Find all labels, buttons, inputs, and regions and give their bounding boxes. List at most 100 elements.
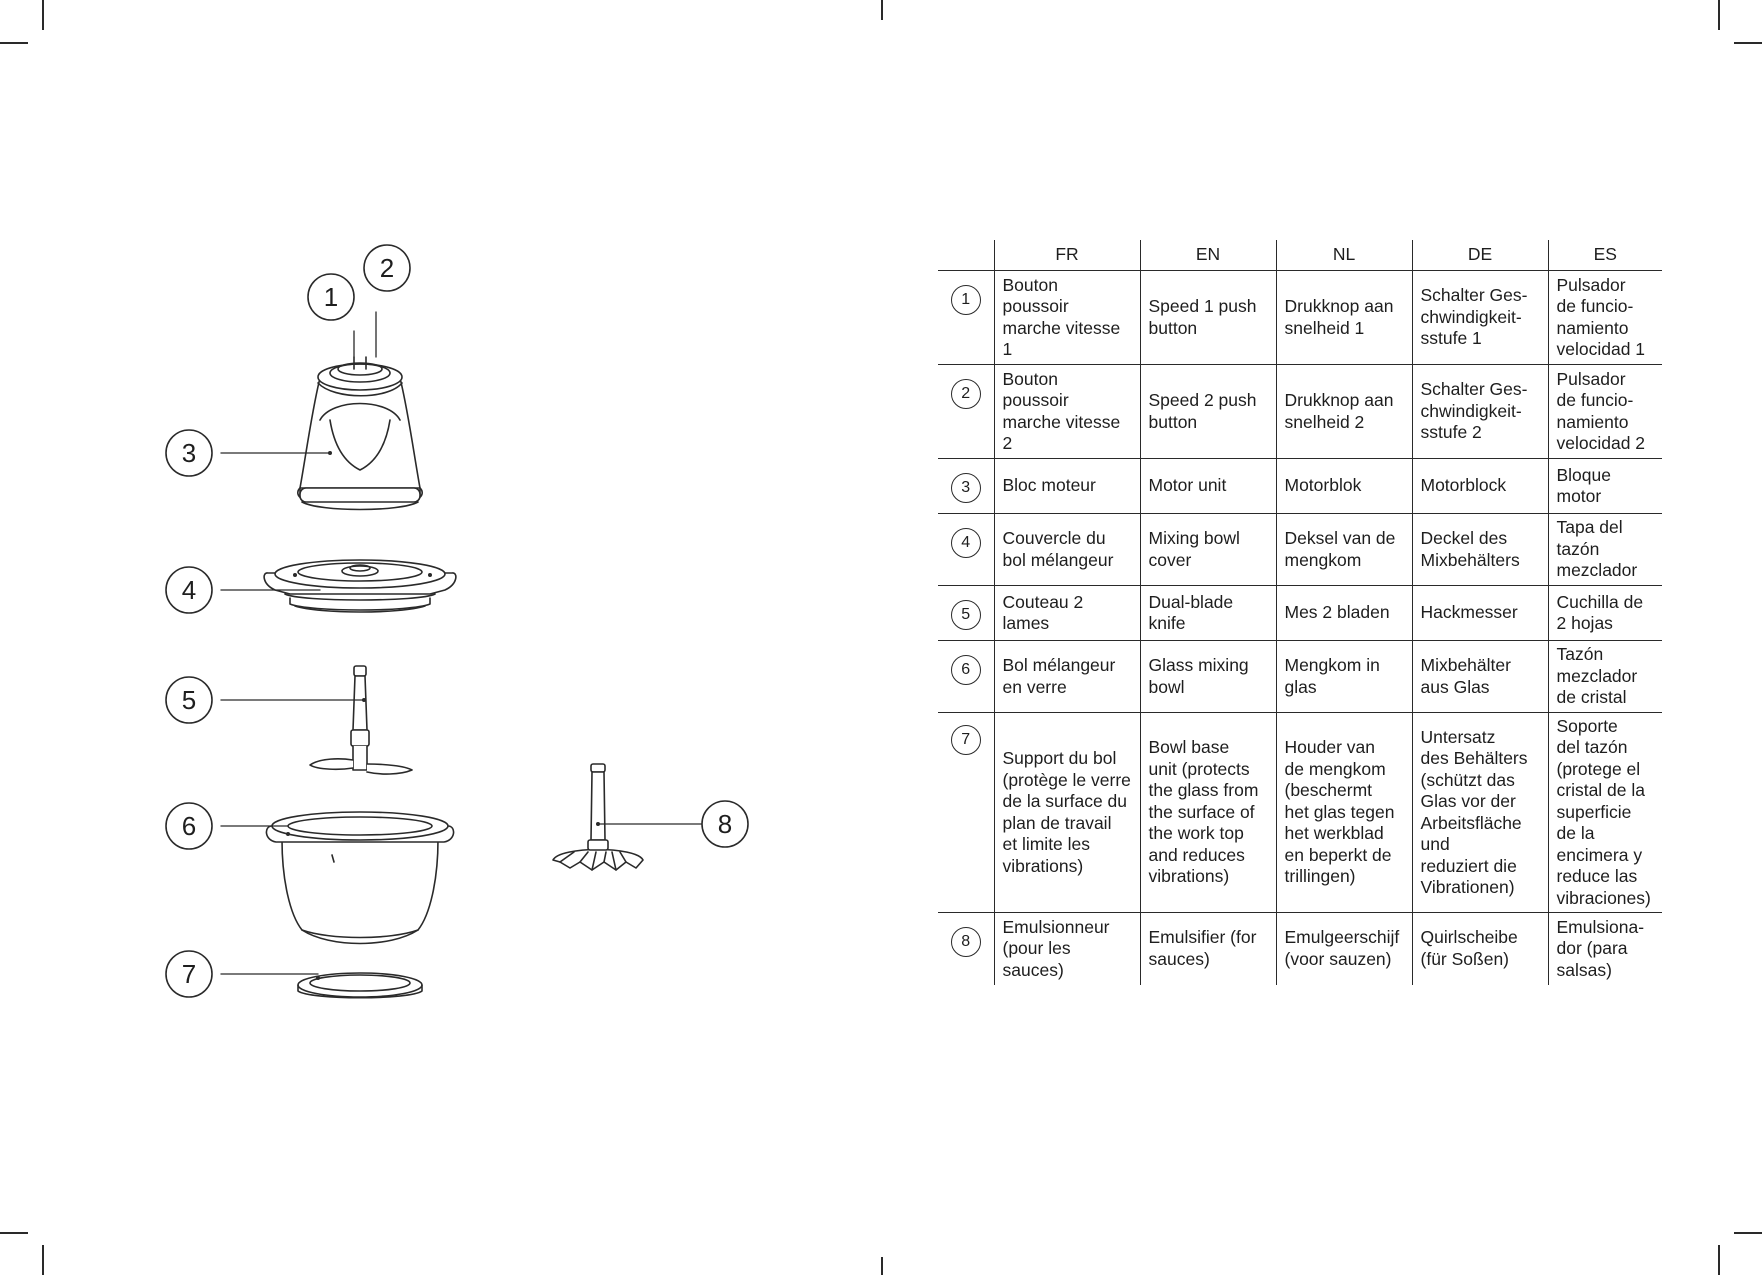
row-number-cell: 1: [938, 270, 994, 365]
cell-es: Soporte del tazón (protege el cristal de…: [1547, 712, 1662, 913]
row-number-badge: 4: [950, 528, 981, 558]
cell-es: Tazón mezclador de cristal: [1547, 640, 1662, 713]
callout-8: [701, 800, 749, 848]
cell-en: Glass mixing bowl: [1139, 640, 1276, 713]
cell-de: Quirlscheibe (für Soßen): [1411, 912, 1548, 985]
crop-mark: [1718, 1245, 1720, 1275]
crop-mark: [1734, 1232, 1762, 1234]
motor-unit-illustration: [297, 356, 423, 511]
callout-6: [165, 802, 213, 850]
bowl-base-unit-illustration: [297, 972, 423, 999]
callout-label: 2: [380, 253, 394, 283]
callout-circles: [165, 244, 749, 998]
callout-label: 4: [182, 575, 196, 605]
cell-de: Schalter Ges- chwindigkeit- sstufe 1: [1411, 270, 1548, 365]
cell-fr: Bouton poussoir marche vitesse 1: [993, 270, 1140, 365]
cell-en: Dual-blade knife: [1139, 585, 1276, 641]
cell-nl: Mengkom in glas: [1275, 640, 1412, 713]
cell-fr: Support du bol (protège le verre de la s…: [993, 712, 1140, 913]
cell-nl: Drukknop aan snelheid 1: [1275, 270, 1412, 365]
cell-en: Motor unit: [1139, 458, 1276, 514]
cell-de: Schalter Ges- chwindigkeit- sstufe 2: [1411, 364, 1548, 459]
row-number-badge: 3: [950, 473, 981, 503]
glass-mixing-bowl-illustration: [265, 811, 455, 945]
callout-2: [363, 244, 411, 292]
cell-de: Motorblock: [1411, 458, 1548, 514]
bowl-cover-illustration: [263, 559, 457, 613]
callout-label: 7: [182, 959, 196, 989]
cell-fr: Couvercle du bol mélangeur: [993, 513, 1140, 586]
column-header-number: [938, 240, 994, 271]
row-number-badge: 7: [950, 725, 981, 755]
row-number-badge: 2: [950, 379, 981, 409]
cell-nl: Mes 2 bladen: [1275, 585, 1412, 641]
row-number-cell: 8: [938, 913, 994, 985]
cell-nl: Drukknop aan snelheid 2: [1275, 364, 1412, 459]
row-number-cell: 3: [938, 458, 994, 514]
table-row: 1 Bouton poussoir marche vitesse 1 Speed…: [938, 270, 1662, 365]
cell-nl: Motorblok: [1275, 458, 1412, 514]
cell-fr: Couteau 2 lames: [993, 585, 1140, 641]
crop-mark: [42, 1245, 44, 1275]
cell-es: Emulsiona- dor (para salsas): [1547, 912, 1662, 985]
column-header-nl: NL: [1275, 240, 1412, 271]
callout-label: 3: [182, 438, 196, 468]
crop-mark: [1734, 42, 1762, 44]
cell-fr: Bouton poussoir marche vitesse 2: [993, 364, 1140, 459]
callout-3: [165, 429, 213, 477]
cell-nl: Deksel van de mengkom: [1275, 513, 1412, 586]
callout-1: [307, 273, 355, 321]
cell-en: Speed 2 push button: [1139, 364, 1276, 459]
cell-es: Pulsador de funcio- namiento velocidad 1: [1547, 270, 1662, 365]
cell-de: Mixbehälter aus Glas: [1411, 640, 1548, 713]
table-row: 5 Couteau 2 lames Dual-blade knife Mes 2…: [938, 585, 1662, 641]
cell-en: Speed 1 push button: [1139, 270, 1276, 365]
row-number-badge: 1: [950, 285, 981, 315]
row-number-cell: 6: [938, 640, 994, 713]
cell-es: Tapa del tazón mezclador: [1547, 513, 1662, 586]
column-header-es: ES: [1547, 240, 1662, 271]
row-number-badge: 5: [950, 600, 981, 630]
cell-en: Emulsifier (for sauces): [1139, 912, 1276, 985]
dual-blade-knife-illustration: [309, 665, 413, 775]
cell-es: Bloque motor: [1547, 458, 1662, 514]
table-row: 4 Couvercle du bol mélangeur Mixing bowl…: [938, 513, 1662, 586]
callout-label: 1: [324, 282, 338, 312]
exploded-diagram: 1 2 3 4 5 6 7 8: [165, 244, 749, 999]
cell-nl: Houder van de mengkom (beschermt het gla…: [1275, 712, 1412, 913]
callout-4: [165, 566, 213, 614]
cell-de: Deckel des Mixbehälters: [1411, 513, 1548, 586]
cell-de: Untersatz des Behälters (schützt das Gla…: [1411, 712, 1548, 913]
table-row: 7 Support du bol (protège le verre de la…: [938, 712, 1662, 913]
callout-label: 5: [182, 685, 196, 715]
row-number-cell: 7: [938, 712, 994, 913]
callout-5: [165, 676, 213, 724]
table-row: 8 Emulsionneur (pour les sauces) Emulsif…: [938, 912, 1662, 985]
column-header-fr: FR: [993, 240, 1140, 271]
cell-de: Hackmesser: [1411, 585, 1548, 641]
crop-mark: [881, 1257, 883, 1275]
crop-mark: [0, 42, 28, 44]
row-number-badge: 8: [950, 927, 981, 957]
table-row: 3 Bloc moteur Motor unit Motorblok Motor…: [938, 458, 1662, 514]
cell-nl: Emulgeerschijf (voor sauzen): [1275, 912, 1412, 985]
crop-mark: [0, 1232, 28, 1234]
callout-label: 8: [718, 809, 732, 839]
crop-mark: [881, 0, 883, 20]
callout-7: [165, 950, 213, 998]
parts-table: FR EN NL DE ES 1 Bouton poussoir marche …: [938, 240, 1662, 985]
cell-fr: Emulsionneur (pour les sauces): [993, 912, 1140, 985]
callout-leader-lines: [220, 311, 703, 975]
cell-fr: Bloc moteur: [993, 458, 1140, 514]
table-row: 6 Bol mélangeur en verre Glass mixing bo…: [938, 640, 1662, 713]
row-number-cell: 4: [938, 513, 994, 586]
cell-es: Pulsador de funcio- namiento velocidad 2: [1547, 364, 1662, 459]
row-number-badge: 6: [950, 655, 981, 685]
crop-mark: [42, 0, 44, 30]
table-header-row: FR EN NL DE ES: [938, 240, 1662, 271]
emulsifier-illustration: [552, 763, 644, 871]
column-header-de: DE: [1411, 240, 1548, 271]
cell-fr: Bol mélangeur en verre: [993, 640, 1140, 713]
callout-label: 6: [182, 811, 196, 841]
cell-es: Cuchilla de 2 hojas: [1547, 585, 1662, 641]
